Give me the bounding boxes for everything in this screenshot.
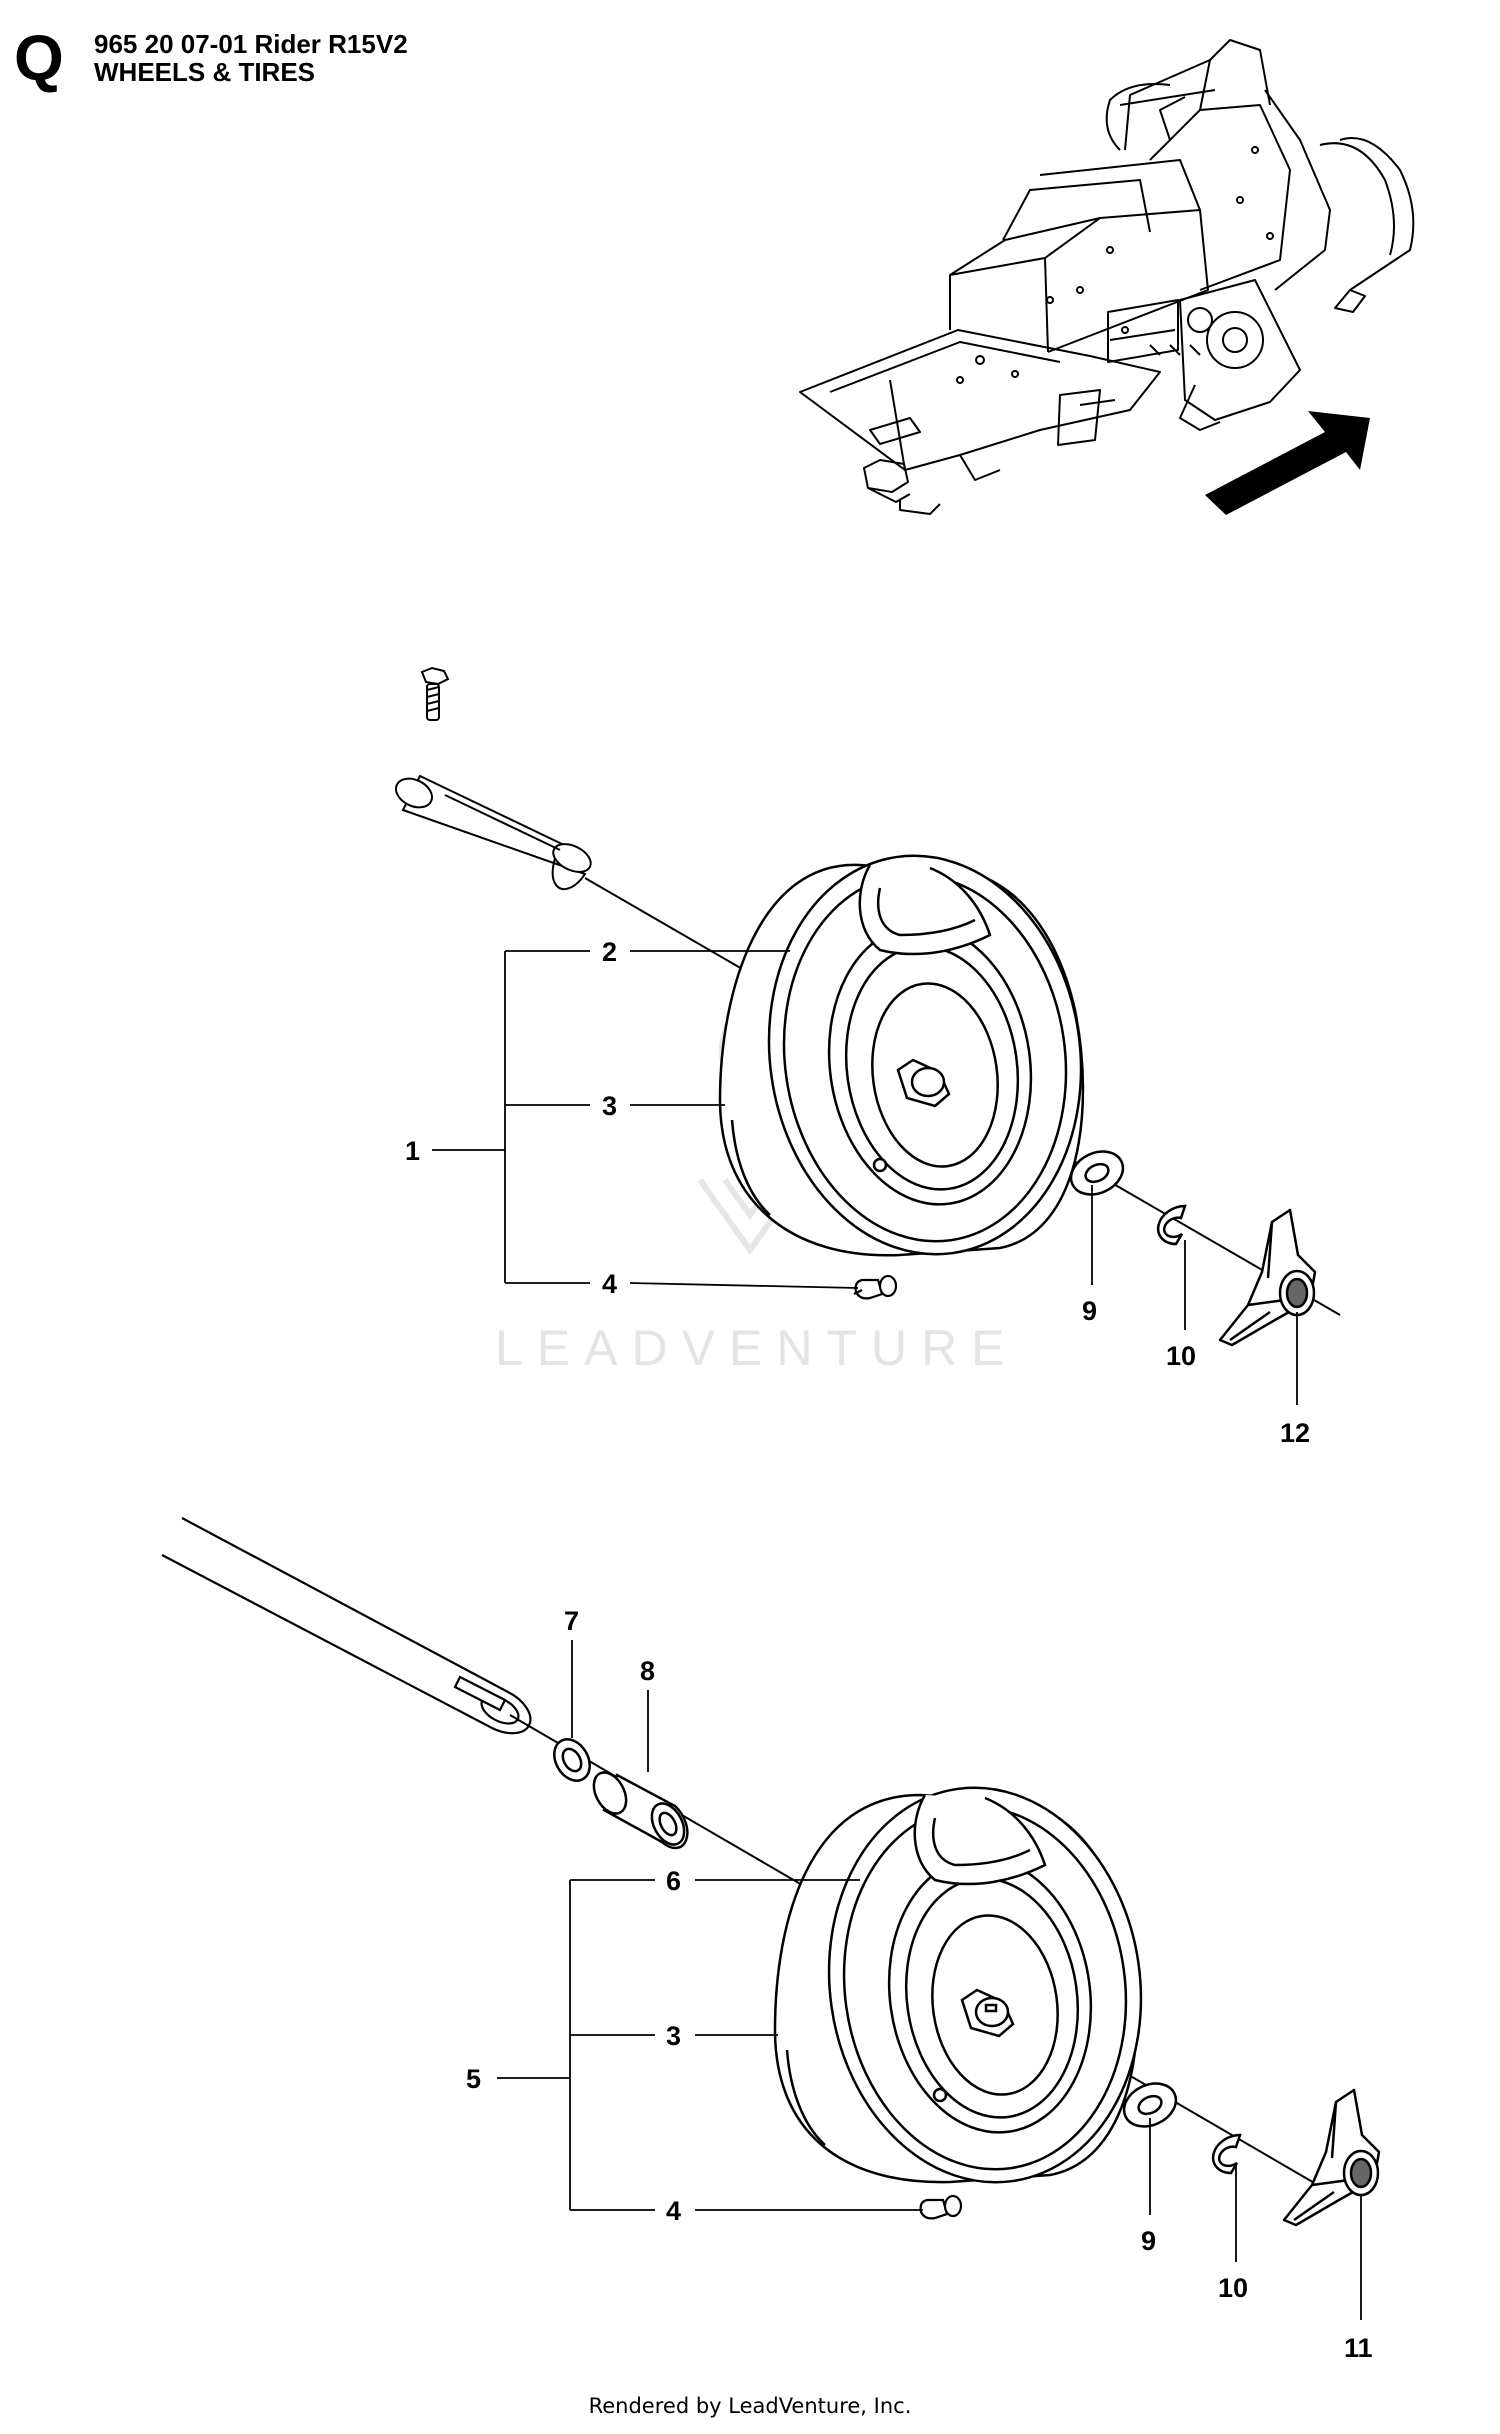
front-axle-pin-drawing bbox=[394, 774, 592, 891]
callout-9-front: 9 bbox=[1082, 1296, 1097, 1326]
footer-credit: Rendered by LeadVenture, Inc. bbox=[588, 2394, 912, 2418]
section-letter: Q bbox=[14, 22, 64, 94]
rear-wheel-drawing bbox=[773, 1786, 1143, 2184]
rear-retainer-ring-drawing bbox=[1211, 2133, 1242, 2175]
front-washer-drawing bbox=[1069, 1150, 1125, 1196]
front-retainer-ring-drawing bbox=[1156, 1204, 1187, 1246]
callout-4-rear: 4 bbox=[666, 2196, 681, 2226]
rear-washer-drawing bbox=[1122, 2082, 1178, 2128]
callout-12: 12 bbox=[1280, 1418, 1310, 1448]
callout-3-front: 3 bbox=[602, 1091, 617, 1121]
callout-5: 5 bbox=[466, 2064, 481, 2094]
callout-7: 7 bbox=[564, 1606, 579, 1636]
front-valve-drawing bbox=[853, 1274, 898, 1300]
callout-8: 8 bbox=[640, 1656, 655, 1686]
chassis-frame-drawing bbox=[799, 39, 1415, 515]
rear-hub-cap-drawing bbox=[1282, 2088, 1381, 2227]
front-leader-lines bbox=[432, 950, 1298, 1405]
model-title: 965 20 07-01 Rider R15V2 bbox=[94, 29, 408, 59]
callout-3-rear: 3 bbox=[666, 2021, 681, 2051]
watermark-text: LEADVENTURE bbox=[495, 1320, 1019, 1376]
callout-6: 6 bbox=[666, 1866, 681, 1896]
callout-1: 1 bbox=[405, 1136, 420, 1166]
location-arrow-icon bbox=[1205, 411, 1370, 515]
callout-10-front: 10 bbox=[1166, 1341, 1196, 1371]
callout-2: 2 bbox=[602, 937, 617, 967]
front-wheel-drawing bbox=[718, 854, 1085, 1257]
callout-4-front: 4 bbox=[602, 1269, 617, 1299]
spacer-drawing bbox=[592, 1771, 689, 1850]
bolt-drawing bbox=[420, 666, 450, 721]
rear-axle-drawing bbox=[161, 1517, 532, 1735]
rear-leader-lines bbox=[497, 1640, 1362, 2320]
callout-11: 11 bbox=[1344, 2333, 1373, 2363]
axle-washer-drawing bbox=[553, 1738, 591, 1782]
rear-valve-drawing bbox=[919, 2194, 963, 2220]
callout-10-rear: 10 bbox=[1218, 2273, 1248, 2303]
section-title: WHEELS & TIRES bbox=[94, 57, 316, 87]
callout-9-rear: 9 bbox=[1141, 2226, 1156, 2256]
front-hub-cap-drawing bbox=[1218, 1208, 1317, 1347]
